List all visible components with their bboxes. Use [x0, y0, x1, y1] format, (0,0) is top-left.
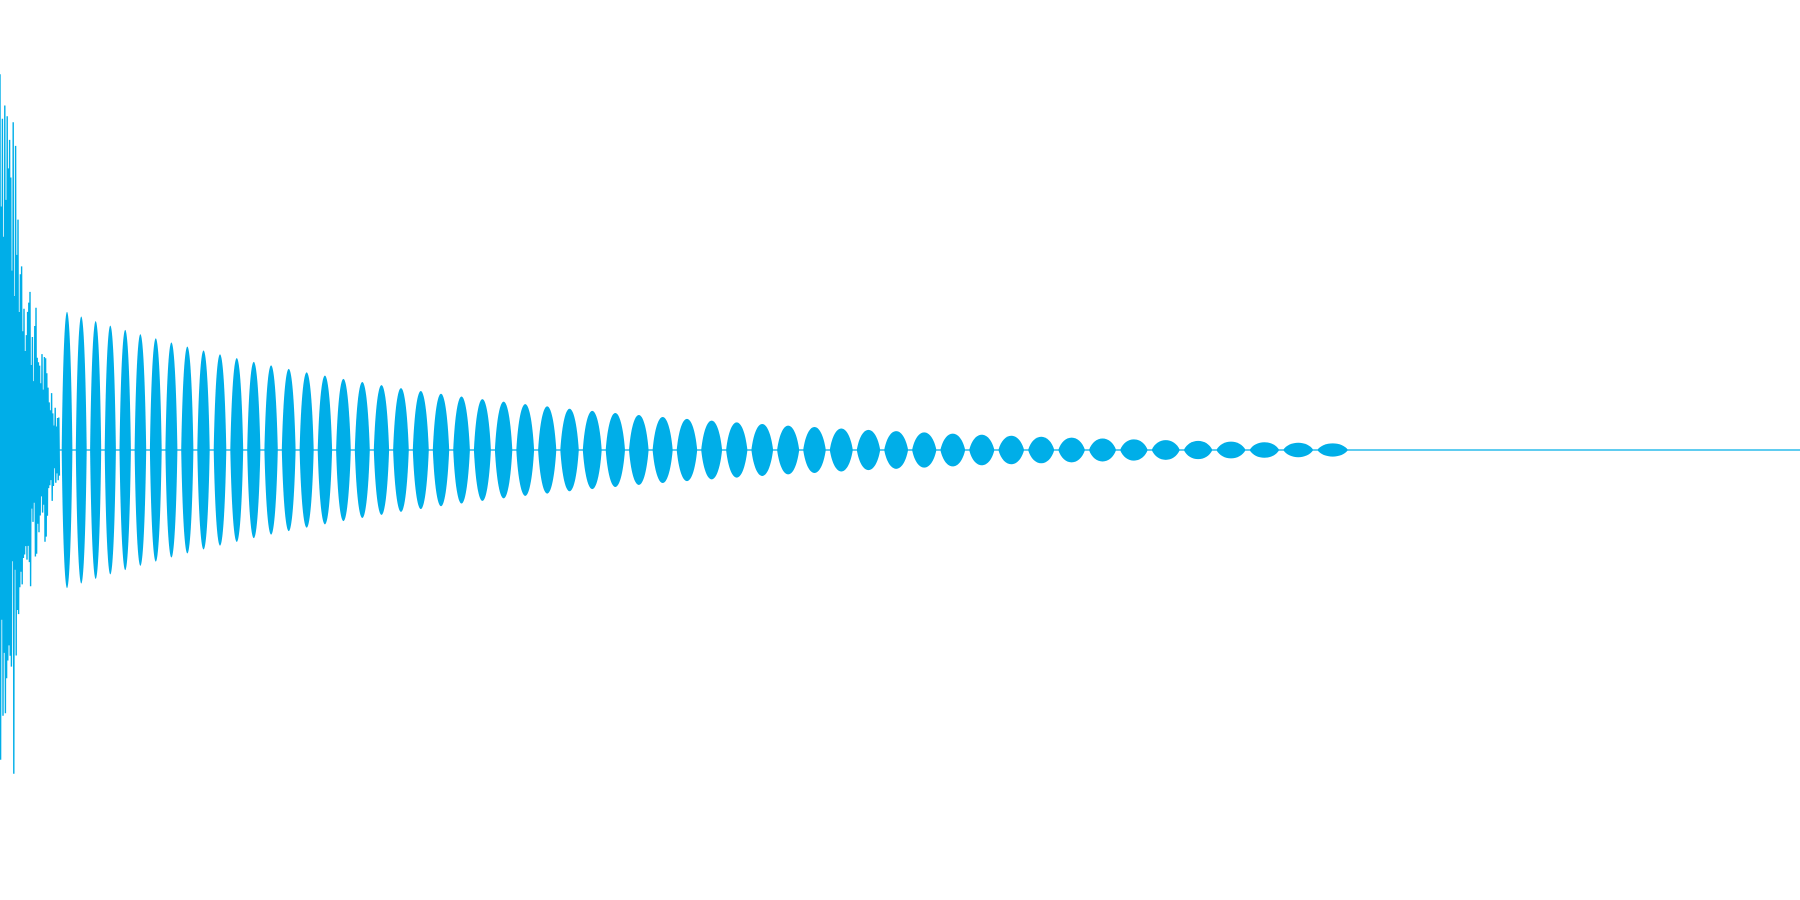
waveform-attack: [0, 74, 61, 774]
